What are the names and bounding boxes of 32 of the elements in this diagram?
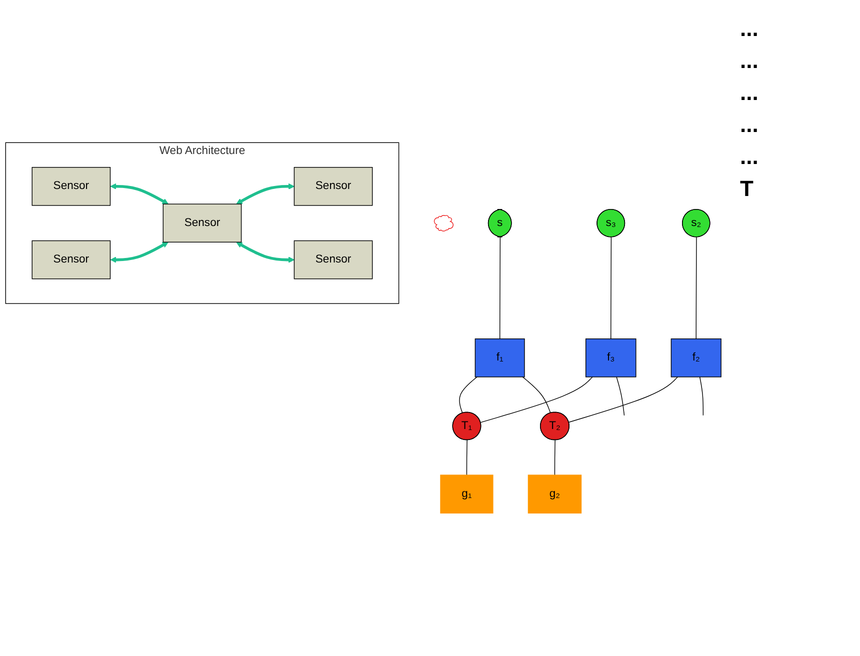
connector <box>522 376 551 414</box>
connector <box>554 440 556 476</box>
node-cloud <box>434 215 454 232</box>
node-box: g₁ <box>440 474 494 514</box>
arrow <box>110 183 168 204</box>
connector <box>568 376 678 423</box>
node-box: Sensor <box>32 167 111 206</box>
connector <box>696 236 697 340</box>
connector <box>466 440 468 476</box>
ellipsis-label: ... <box>740 112 760 138</box>
node-box: Sensor <box>32 240 111 280</box>
connector <box>699 376 704 416</box>
connector <box>610 236 612 340</box>
connector <box>459 376 478 414</box>
connector <box>616 376 625 416</box>
node-box: f₂ <box>670 338 722 378</box>
node-box: Sensor <box>162 204 242 243</box>
node-box: Sensor <box>294 167 373 206</box>
ellipsis-label: ... <box>740 16 760 42</box>
connector <box>480 376 593 423</box>
arrow <box>236 183 294 204</box>
arrow <box>236 242 294 263</box>
ellipsis-label: T <box>740 176 754 202</box>
ellipsis-label: ... <box>740 144 760 170</box>
node-box: g₂ <box>528 474 582 514</box>
connector <box>499 236 501 340</box>
node-box: f₁ <box>474 338 525 378</box>
ellipsis-label: ... <box>740 48 760 74</box>
node-box: Sensor <box>294 240 373 280</box>
node-box: f₃ <box>585 338 636 378</box>
arrow <box>110 242 168 263</box>
ellipsis-label: ... <box>740 80 760 106</box>
